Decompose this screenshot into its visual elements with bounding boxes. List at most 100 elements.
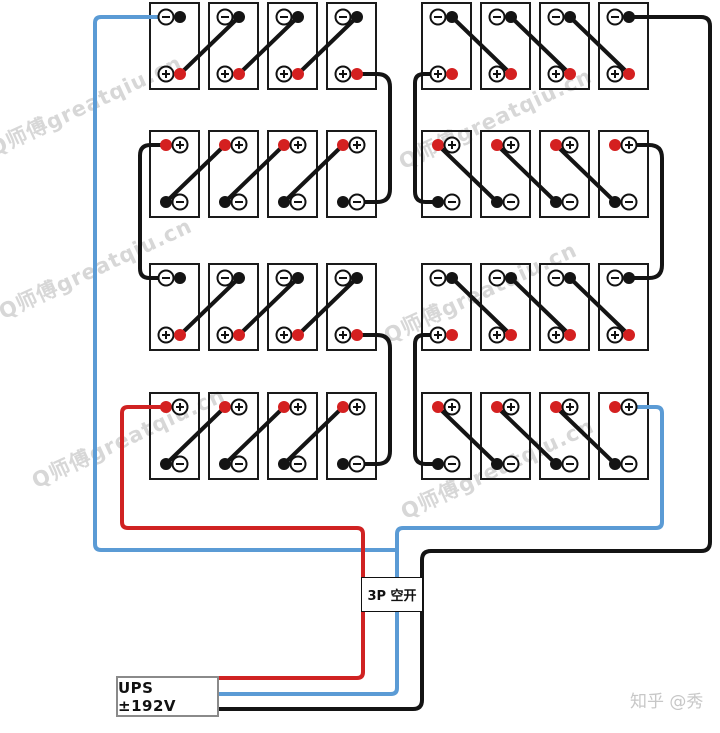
positive-terminal-dot bbox=[505, 68, 517, 80]
series-jumper-wire bbox=[509, 15, 572, 76]
battery bbox=[598, 130, 649, 218]
negative-terminal-dot bbox=[160, 196, 172, 208]
negative-terminal-dot bbox=[623, 11, 635, 23]
wire-row2-to-row3-right bbox=[632, 143, 664, 280]
wire-row1-to-row2-right bbox=[413, 72, 438, 204]
wire-positive-red bbox=[120, 405, 365, 680]
credit-text: 知乎 @秀 bbox=[630, 692, 704, 712]
negative-terminal-dot bbox=[609, 458, 621, 470]
negative-terminal-dot bbox=[233, 272, 245, 284]
battery bbox=[539, 392, 590, 480]
series-jumper-wire bbox=[282, 405, 345, 466]
negative-terminal-dot bbox=[491, 196, 503, 208]
negative-terminal-dot bbox=[351, 11, 363, 23]
wire-row1-to-row2-left bbox=[357, 72, 392, 204]
positive-terminal-dot bbox=[160, 139, 172, 151]
battery bbox=[149, 392, 200, 480]
positive-terminal-dot bbox=[564, 329, 576, 341]
positive-terminal-dot bbox=[609, 401, 621, 413]
positive-terminal-dot bbox=[174, 329, 186, 341]
battery bbox=[326, 130, 377, 218]
series-jumper-wire bbox=[237, 276, 300, 337]
negative-terminal-dot bbox=[505, 272, 517, 284]
battery bbox=[480, 130, 531, 218]
series-jumper-wire bbox=[296, 15, 359, 76]
positive-terminal-dot bbox=[446, 329, 458, 341]
battery bbox=[421, 392, 472, 480]
negative-terminal-dot bbox=[219, 458, 231, 470]
battery bbox=[208, 392, 259, 480]
series-jumper-wire bbox=[495, 405, 558, 466]
battery bbox=[539, 130, 590, 218]
negative-terminal-dot bbox=[337, 458, 349, 470]
battery bbox=[267, 130, 318, 218]
negative-terminal-dot bbox=[550, 458, 562, 470]
positive-terminal-dot bbox=[337, 401, 349, 413]
series-jumper-wire bbox=[554, 143, 617, 204]
negative-terminal-dot bbox=[432, 196, 444, 208]
negative-terminal-dot bbox=[337, 196, 349, 208]
positive-terminal-dot bbox=[550, 139, 562, 151]
wire-row3-to-row4-left bbox=[357, 333, 392, 466]
negative-terminal-dot bbox=[174, 11, 186, 23]
negative-terminal-dot bbox=[564, 11, 576, 23]
positive-terminal-dot bbox=[550, 401, 562, 413]
series-jumper-wire bbox=[554, 405, 617, 466]
positive-terminal-dot bbox=[337, 139, 349, 151]
series-jumper-wire bbox=[237, 15, 300, 76]
battery bbox=[421, 130, 472, 218]
series-jumper-wire bbox=[509, 276, 572, 337]
wire-neutral-blue-right bbox=[217, 405, 664, 696]
positive-terminal-dot bbox=[278, 401, 290, 413]
positive-terminal-dot bbox=[278, 139, 290, 151]
negative-terminal-dot bbox=[446, 11, 458, 23]
positive-terminal-dot bbox=[505, 329, 517, 341]
wire-neutral-blue-left bbox=[93, 15, 399, 552]
positive-terminal-dot bbox=[233, 329, 245, 341]
battery bbox=[208, 130, 259, 218]
wire-negative-black bbox=[217, 15, 712, 711]
series-jumper-wire bbox=[223, 405, 286, 466]
negative-terminal-dot bbox=[491, 458, 503, 470]
negative-terminal-dot bbox=[233, 11, 245, 23]
ups-label: UPS ±192V bbox=[118, 678, 176, 715]
series-jumper-wire bbox=[223, 143, 286, 204]
battery bbox=[149, 130, 200, 218]
positive-terminal-dot bbox=[292, 329, 304, 341]
wire-row3-to-row4-right bbox=[413, 333, 438, 466]
negative-terminal-dot bbox=[446, 272, 458, 284]
negative-terminal-dot bbox=[564, 272, 576, 284]
positive-terminal-dot bbox=[351, 329, 363, 341]
series-jumper-wire bbox=[164, 143, 227, 204]
negative-terminal-dot bbox=[623, 272, 635, 284]
series-jumper-wire bbox=[178, 276, 241, 337]
negative-terminal-dot bbox=[609, 196, 621, 208]
positive-terminal-dot bbox=[446, 68, 458, 80]
negative-terminal-dot bbox=[219, 196, 231, 208]
negative-terminal-dot bbox=[550, 196, 562, 208]
negative-terminal-dot bbox=[160, 458, 172, 470]
ups-box: UPS ±192V bbox=[116, 676, 219, 717]
battery bbox=[149, 263, 200, 351]
battery bbox=[326, 392, 377, 480]
series-jumper-wire bbox=[164, 405, 227, 466]
battery bbox=[598, 392, 649, 480]
breaker-label: 3P 空开 bbox=[367, 589, 417, 604]
series-jumper-wire bbox=[296, 276, 359, 337]
negative-terminal-dot bbox=[292, 11, 304, 23]
positive-terminal-dot bbox=[491, 401, 503, 413]
positive-terminal-dot bbox=[491, 139, 503, 151]
positive-terminal-dot bbox=[432, 401, 444, 413]
positive-terminal-dot bbox=[564, 68, 576, 80]
battery bbox=[267, 392, 318, 480]
wire-row2-to-row3-left bbox=[138, 143, 163, 280]
series-jumper-wire bbox=[450, 276, 513, 337]
negative-terminal-dot bbox=[505, 11, 517, 23]
series-jumper-wire bbox=[450, 15, 513, 76]
battery bbox=[149, 2, 200, 90]
positive-terminal-dot bbox=[233, 68, 245, 80]
positive-terminal-dot bbox=[623, 329, 635, 341]
negative-terminal-dot bbox=[351, 272, 363, 284]
positive-terminal-dot bbox=[160, 401, 172, 413]
